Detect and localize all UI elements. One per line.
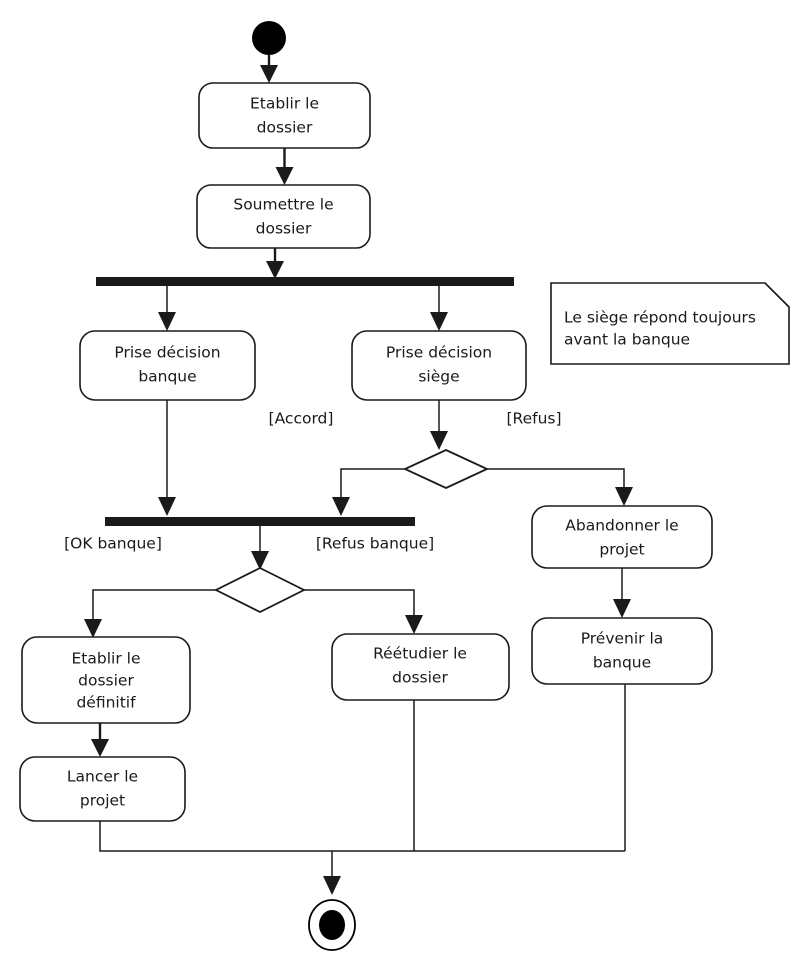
arrow-head-icon: [332, 497, 350, 516]
activity-abandonner-projet-label-line2: projet: [599, 541, 644, 559]
fork-bar: [96, 277, 514, 286]
activity-soumettre-dossier-label-line2: dossier: [256, 220, 312, 238]
flow-merge-bottom-left: [99, 821, 625, 852]
activity-prevenir-banque[interactable]: [531, 617, 713, 685]
flow-decision-lower-left: [92, 589, 216, 622]
arrow-head-icon: [260, 65, 278, 83]
arrow-head-icon: [158, 312, 176, 331]
arrow-head-icon: [430, 312, 448, 331]
activity-reetudier-dossier-label-line1: Réétudier le: [373, 645, 467, 663]
guard-ok-banque-label: [OK banque]: [64, 535, 162, 553]
arrow-head-icon: [615, 487, 633, 506]
activity-soumettre-dossier-label-line1: Soumettre le: [233, 196, 333, 214]
note-fold-icon: [764, 282, 790, 308]
activity-prise-decision-banque[interactable]: [79, 330, 256, 401]
activity-etablir-dossier-label-line1: Etablir le: [250, 95, 319, 113]
activity-abandonner-projet-label-line1: Abandonner le: [565, 517, 678, 535]
activity-prise-decision-siege-label-line2: siège: [418, 368, 459, 386]
arrow-head-icon: [275, 167, 294, 185]
note-label-line2: avant la banque: [564, 331, 690, 349]
flow-decision-upper-left: [340, 468, 405, 500]
activity-lancer-projet[interactable]: [19, 756, 186, 822]
arrow-head-icon: [613, 599, 631, 618]
activity-prise-decision-banque-label-line1: Prise décision: [114, 344, 220, 362]
activity-etablir-dossier-label-line2: dossier: [257, 119, 313, 137]
join-bar: [105, 517, 415, 526]
arrow-head-icon: [251, 551, 269, 570]
activity-lancer-projet-label-line1: Lancer le: [67, 768, 138, 786]
activity-prise-decision-banque-label-line2: banque: [138, 368, 196, 386]
arrow-head-icon: [405, 615, 423, 634]
activity-soumettre-dossier[interactable]: [196, 184, 371, 249]
arrow-head-icon: [84, 619, 102, 638]
activity-abandonner-projet[interactable]: [531, 505, 713, 569]
note-box: [550, 282, 790, 365]
decision-diamond-lower[interactable]: [213, 566, 307, 614]
activity-reetudier-dossier[interactable]: [331, 633, 510, 701]
activity-etablir-dossier-definitif[interactable]: [21, 636, 191, 724]
arrow-head-icon: [323, 876, 341, 895]
decision-diamond-upper[interactable]: [402, 449, 490, 489]
guard-accord-label: [Accord]: [269, 410, 334, 428]
guard-refus-label: [Refus]: [506, 410, 561, 428]
activity-prise-decision-siege[interactable]: [351, 330, 527, 401]
guard-refus-banque-label: [Refus banque]: [316, 535, 434, 553]
note-label-line1: Le siège répond toujours: [564, 309, 756, 327]
activity-etablir-dossier-definitif-label-line1: Etablir le: [72, 650, 141, 668]
arrow-head-icon: [158, 497, 176, 516]
activity-prevenir-banque-label-line2: banque: [593, 654, 651, 672]
activity-lancer-projet-label-line2: projet: [80, 792, 125, 810]
activity-prevenir-banque-label-line1: Prévenir la: [581, 630, 664, 648]
initial-node: [252, 21, 286, 55]
activity-final-node-inner: [319, 910, 345, 940]
flow-decision-lower-right: [304, 589, 415, 618]
activity-etablir-dossier-definitif-label-line3: définitif: [76, 694, 136, 712]
activity-reetudier-dossier-label-line2: dossier: [392, 669, 448, 687]
activity-etablir-dossier-definitif-label-line2: dossier: [78, 672, 134, 690]
arrow-head-icon: [266, 261, 284, 279]
activity-prise-decision-siege-label-line1: Prise décision: [386, 344, 492, 362]
arrow-head-icon: [91, 739, 109, 757]
flow-decision-upper-right: [487, 468, 625, 490]
activity-etablir-dossier[interactable]: [198, 82, 371, 149]
arrow-head-icon: [430, 431, 448, 450]
